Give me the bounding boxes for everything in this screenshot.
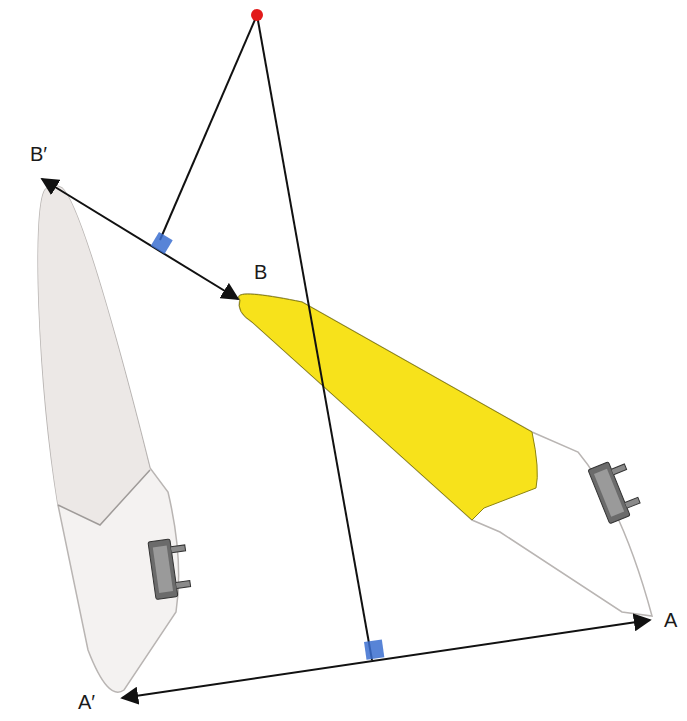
center-of-rotation	[251, 9, 263, 21]
point-label: A	[664, 610, 677, 630]
point-label: A′	[78, 692, 95, 712]
point-label: B′	[30, 144, 47, 164]
right-angle-mark	[364, 639, 384, 659]
original-tooth	[38, 185, 192, 692]
perpendicular-bisector	[160, 15, 257, 240]
bracket	[588, 457, 643, 524]
bracket	[148, 537, 192, 599]
root-displacement-arrow	[42, 179, 238, 299]
tipped-tooth	[239, 294, 652, 616]
crown-displacement-arrow	[122, 620, 650, 698]
perpendicular-bisector	[257, 15, 372, 660]
point-label: B	[254, 262, 267, 282]
right-angle-mark	[151, 232, 173, 254]
